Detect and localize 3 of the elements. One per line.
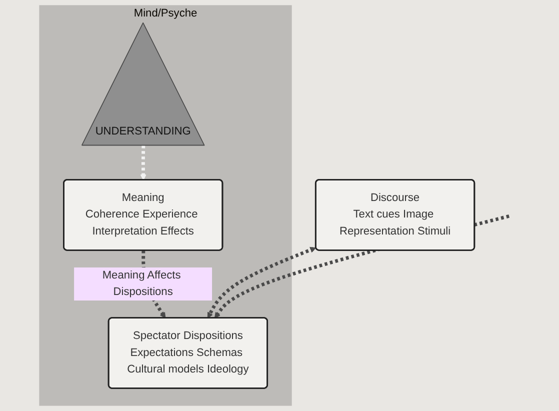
arrow [140, 146, 147, 180]
edge-label: Meaning Affects Dispositions [102, 269, 182, 298]
arrow [208, 247, 316, 318]
